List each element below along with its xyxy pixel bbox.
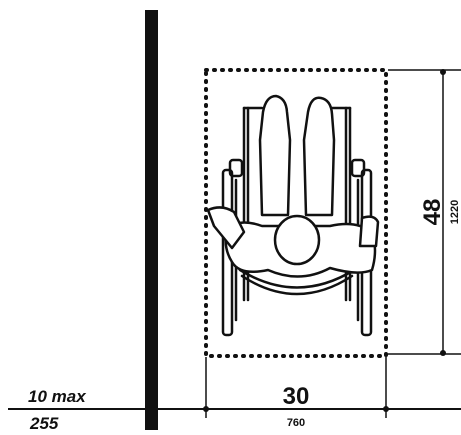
seated-person — [206, 94, 380, 278]
wall-offset-inches-label: 10 max — [28, 387, 87, 406]
width-inches-label: 30 — [283, 383, 310, 410]
depth-mm-group: 1220 — [449, 200, 461, 224]
width-mm-label: 760 — [287, 417, 305, 429]
depth-tick-top — [440, 69, 446, 75]
clear-floor-space — [204, 68, 388, 358]
wall-offset-mm-label: 255 — [29, 414, 59, 433]
depth-mm-label: 1220 — [449, 200, 461, 224]
depth-tick-bottom — [440, 350, 446, 356]
depth-inches-label: 48 — [419, 199, 446, 226]
wall — [145, 10, 158, 430]
depth-labels: 48 — [419, 199, 446, 226]
